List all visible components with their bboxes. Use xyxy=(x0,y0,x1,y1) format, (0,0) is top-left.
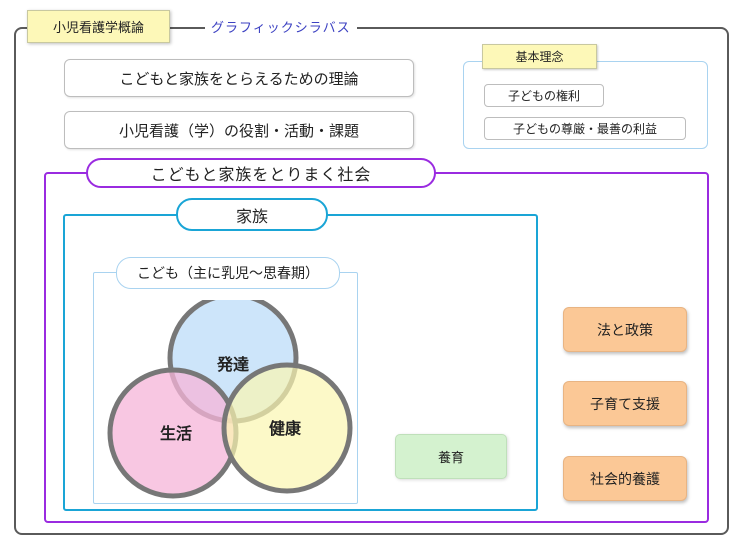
course-title: 小児看護学概論 xyxy=(27,10,170,43)
concept-item-dignity: 子どもの尊厳・最善の利益 xyxy=(484,117,686,140)
theory-box-roles: 小児看護（学）の役割・活動・課題 xyxy=(64,111,414,149)
nurturing-box: 養育 xyxy=(395,434,507,479)
venn-label-life: 生活 xyxy=(160,424,192,443)
policy-box-law: 法と政策 xyxy=(563,307,687,352)
venn-label-health: 健康 xyxy=(269,419,302,438)
family-label: 家族 xyxy=(176,198,328,231)
concept-item-rights: 子どもの権利 xyxy=(484,84,604,107)
basic-concept-title: 基本理念 xyxy=(482,44,597,69)
venn-label-development: 発達 xyxy=(216,355,249,374)
venn-circle-health xyxy=(221,362,353,494)
graphic-syllabus-label: グラフィックシラバス xyxy=(205,20,357,38)
theory-box-framework: こどもと家族をとらえるための理論 xyxy=(64,59,414,97)
policy-box-childcare-support: 子育て支援 xyxy=(563,381,687,426)
child-label: こども（主に乳児～思春期） xyxy=(116,257,340,289)
society-label: こどもと家族をとりまく社会 xyxy=(86,158,436,188)
policy-box-social-care: 社会的養護 xyxy=(563,456,687,501)
venn-diagram: 発達 生活 健康 xyxy=(107,300,353,499)
